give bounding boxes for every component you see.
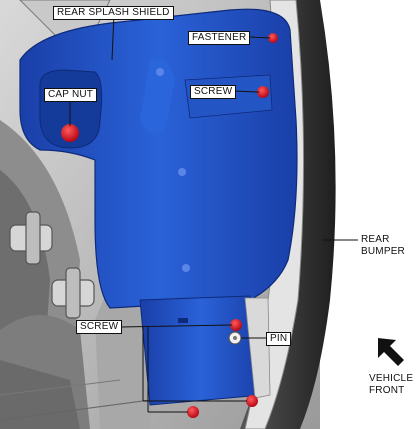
fastener-marker: [268, 33, 278, 43]
screw-label-lower: SCREW: [76, 320, 123, 334]
screw-marker-bottom-left: [187, 406, 199, 418]
leader-lines: [69, 13, 358, 413]
screw-label-upper: SCREW: [190, 85, 237, 99]
fastener-markers: [61, 33, 278, 418]
screw-marker-mid: [230, 319, 242, 331]
fastener-label: FASTENER: [188, 31, 251, 45]
pin-clip: [228, 331, 242, 345]
vehicle-front-label-line1: VEHICLE: [369, 373, 414, 384]
pin-label: PIN: [266, 332, 292, 346]
screw-marker-upper: [257, 86, 269, 98]
cap-nut-label: CAP NUT: [44, 88, 98, 102]
mount-bushings: [9, 211, 95, 319]
rear-splash-shield-label: REAR SPLASH SHIELD: [53, 6, 174, 20]
screw-marker-bottom-right: [246, 395, 258, 407]
cap-nut-marker: [61, 124, 79, 142]
rear-bumper-label-line1: REAR: [361, 234, 390, 245]
vehicle-front-label-line2: FRONT: [369, 385, 405, 396]
rear-bumper-label-line2: BUMPER: [361, 246, 405, 257]
rear-splash-shield: [19, 8, 298, 406]
arrow-up-left-icon: [378, 338, 404, 366]
